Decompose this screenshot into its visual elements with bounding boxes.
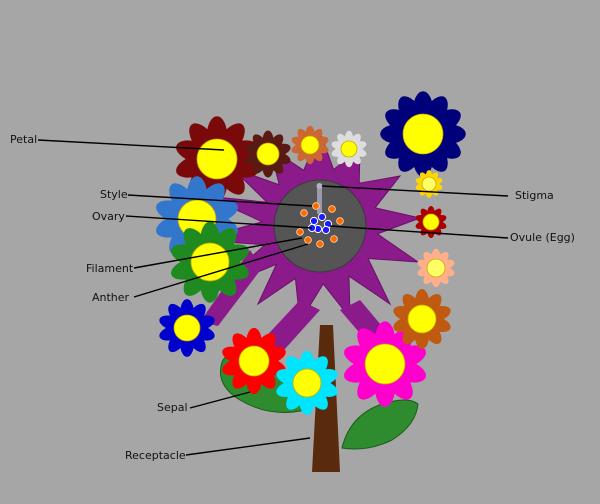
receptacle-leader: [185, 437, 311, 456]
flower-center: [407, 304, 437, 334]
cyan-flower: [276, 350, 338, 416]
anther: [296, 228, 304, 236]
small-red-flower: [415, 205, 447, 239]
anther: [304, 236, 312, 244]
magenta-flower: [344, 321, 426, 407]
ovule: [309, 216, 319, 226]
label-petal: Petal: [10, 133, 37, 146]
bright-blue-flower: [159, 299, 215, 357]
anther: [336, 217, 344, 225]
flower-center: [292, 368, 322, 398]
amber-flower: [393, 289, 451, 349]
decorative-flowers: [156, 91, 466, 416]
white-flower: [331, 130, 367, 168]
anther: [312, 202, 320, 210]
flower-center: [421, 176, 437, 192]
brown-flower: [245, 130, 291, 178]
small-yellow-flower: [415, 170, 443, 198]
flower-center: [256, 142, 280, 166]
red-flower: [222, 327, 286, 395]
label-anther: Anther: [92, 291, 130, 304]
style-leader: [127, 194, 313, 207]
anther: [328, 205, 336, 213]
ovary-leader: [125, 215, 313, 229]
flower-center: [340, 140, 358, 158]
label-sepal: Sepal: [157, 401, 188, 414]
label-ovule: Ovule (Egg): [510, 231, 575, 244]
ovules: [307, 212, 333, 235]
style: [317, 184, 322, 214]
petal-leader: [37, 139, 225, 151]
anthers: [296, 202, 344, 248]
flower-center: [426, 258, 446, 278]
flower-center: [364, 343, 406, 385]
sepal-leader: [189, 391, 251, 409]
flower-center: [196, 138, 238, 180]
label-stigma: Stigma: [515, 189, 554, 202]
anther: [300, 209, 308, 217]
anther-leader: [133, 243, 309, 298]
stigma-tip: [316, 183, 323, 189]
label-ovary: Ovary: [92, 210, 125, 223]
flower-center: [402, 113, 444, 155]
anther: [330, 235, 338, 243]
label-receptacle: Receptacle: [125, 449, 186, 462]
ovule: [317, 212, 327, 222]
label-style: Style: [100, 188, 128, 201]
peach-flower: [417, 248, 455, 288]
ovule: [321, 225, 331, 235]
flower-center: [300, 135, 320, 155]
right-leaf: [341, 399, 419, 450]
filament-leader: [133, 237, 303, 269]
stigma-leader: [321, 185, 509, 197]
navy-flower: [380, 91, 466, 177]
flower-center: [238, 345, 270, 377]
label-filament: Filament: [86, 262, 134, 275]
anther: [316, 240, 324, 248]
flower-center: [173, 314, 201, 342]
flower-center: [190, 242, 230, 282]
orange-flower: [291, 125, 329, 165]
ovule-leader: [329, 225, 509, 239]
dark-red-flower: [176, 116, 258, 202]
flower-center: [422, 213, 440, 231]
